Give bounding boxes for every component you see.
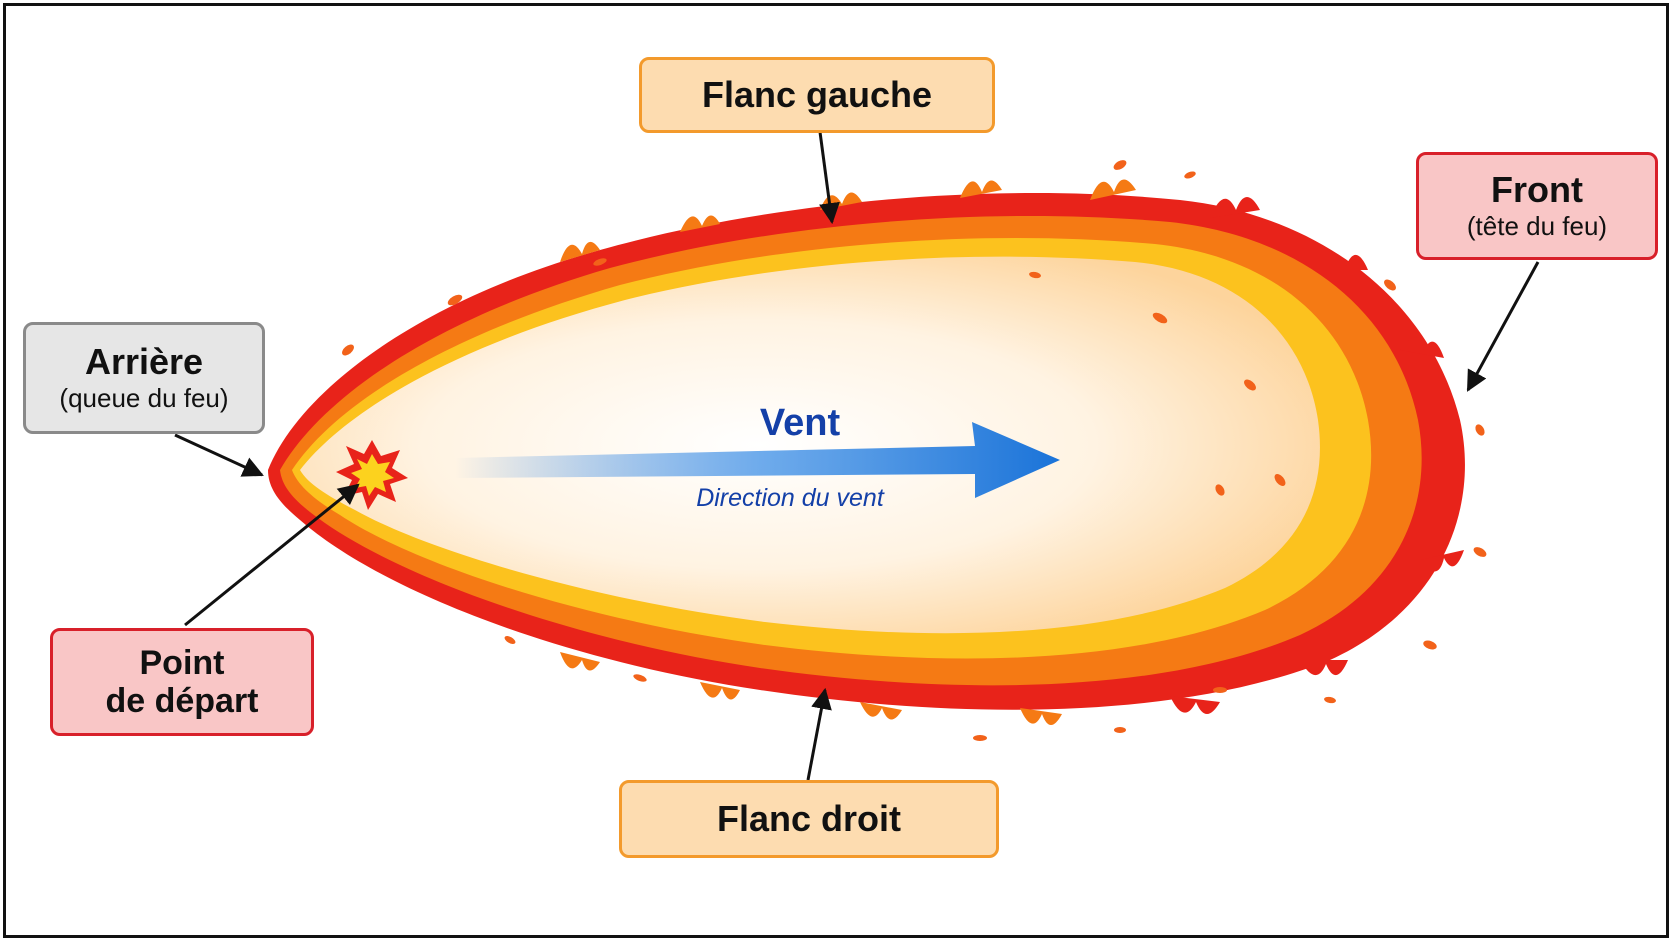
pointer-arriere bbox=[174, 433, 264, 477]
wind-subtitle: Direction du vent bbox=[696, 484, 884, 512]
label-arriere-subtitle: (queue du feu) bbox=[59, 383, 229, 413]
pointer-front bbox=[1466, 261, 1540, 392]
label-flanc-droit: Flanc droit bbox=[619, 780, 999, 858]
burn-area bbox=[300, 256, 1320, 634]
label-front-subtitle: (tête du feu) bbox=[1466, 211, 1608, 241]
label-front-title: Front bbox=[1491, 169, 1583, 210]
label-flanc-gauche-text: Flanc gauche bbox=[701, 74, 933, 115]
label-point-depart-line1: Point bbox=[139, 644, 225, 682]
label-arriere: Arrière (queue du feu) bbox=[23, 322, 265, 434]
label-point-depart: Point de départ bbox=[50, 628, 314, 736]
flame-tongues-bottom bbox=[560, 550, 1464, 725]
pointer-flanc-gauche bbox=[818, 131, 840, 225]
wind-arrow bbox=[455, 422, 1060, 498]
label-flanc-gauche: Flanc gauche bbox=[639, 57, 995, 133]
wind-title: Vent bbox=[759, 402, 841, 444]
embers bbox=[342, 160, 1487, 741]
pointer-flanc-droit bbox=[806, 687, 832, 781]
label-arriere-title: Arrière bbox=[84, 341, 204, 382]
label-front: Front (tête du feu) bbox=[1416, 152, 1658, 260]
label-point-depart-line2: de départ bbox=[105, 682, 259, 720]
label-flanc-droit-text: Flanc droit bbox=[716, 798, 901, 839]
pointer-point-depart bbox=[184, 483, 360, 627]
flame-tongues-top bbox=[560, 179, 1444, 358]
